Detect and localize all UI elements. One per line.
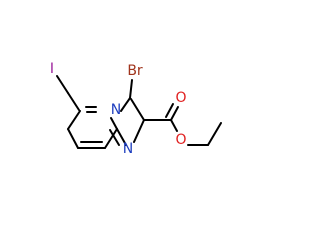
bond <box>56 75 69 94</box>
bond <box>133 119 145 143</box>
bond <box>170 119 178 132</box>
ester-oxygen-atom-label: O <box>175 132 186 148</box>
carbonyl-oxygen-atom-label: O <box>175 90 186 106</box>
bond <box>67 110 81 130</box>
bond <box>67 128 79 149</box>
bridgehead-nitrogen-atom-label: N <box>111 102 121 118</box>
bond <box>165 103 174 118</box>
bond <box>207 122 222 146</box>
bond <box>67 92 80 111</box>
bromine-atom-label: Br <box>127 63 143 79</box>
bond <box>129 79 133 99</box>
bond <box>116 128 127 146</box>
imidazole-nitrogen-atom-label: N <box>123 141 133 157</box>
bond <box>110 117 118 130</box>
bond <box>170 106 179 121</box>
bond <box>109 129 120 146</box>
bond-group <box>56 75 222 149</box>
bond <box>104 128 118 149</box>
iodine-atom-label: I <box>50 61 54 77</box>
molecule-structure: Br I N N O O <box>50 61 222 157</box>
bond <box>120 97 131 112</box>
bond <box>130 98 145 121</box>
